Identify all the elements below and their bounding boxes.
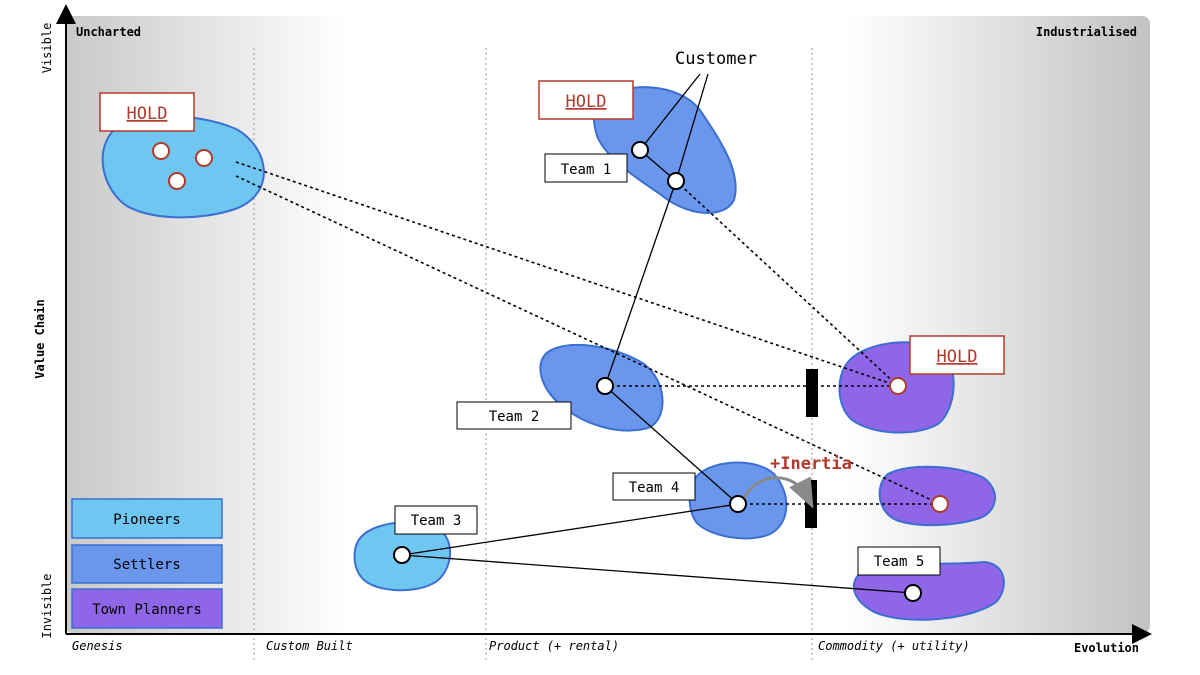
x-axis-title: Evolution xyxy=(1074,641,1139,655)
link-team3-team5 xyxy=(401,554,914,594)
team-3-box: Team 3 xyxy=(394,505,478,535)
team-2-box: Team 2 xyxy=(456,401,572,430)
map-background xyxy=(66,16,1150,634)
link-team2-team4 xyxy=(604,385,739,505)
link-customer-team1a xyxy=(639,73,701,151)
team-2-label: Team 2 xyxy=(489,409,540,425)
team-5-box: Team 5 xyxy=(857,546,941,576)
inertia-label: +Inertia xyxy=(770,454,852,474)
corner-label-industrialised: Industrialised xyxy=(1036,25,1137,39)
legend-settlers-label: Settlers xyxy=(113,557,180,573)
legend-pioneers-label: Pioneers xyxy=(113,512,180,528)
component-node xyxy=(729,495,747,513)
held-node xyxy=(168,172,186,190)
team-4-box: Team 4 xyxy=(612,472,696,501)
y-axis-title: Value Chain xyxy=(33,299,47,378)
stage-label-commodity: Commodity (+ utility) xyxy=(818,639,970,653)
legend-town-planners: Town Planners xyxy=(71,588,223,629)
held-node xyxy=(931,495,949,513)
team-3-label: Team 3 xyxy=(411,513,462,529)
stage-label-custom-built: Custom Built xyxy=(266,639,353,653)
legend-settlers: Settlers xyxy=(71,544,223,584)
component-node xyxy=(393,546,411,564)
team-5-label: Team 5 xyxy=(874,554,925,570)
component-node xyxy=(631,141,649,159)
held-node xyxy=(152,142,170,160)
link-team3-team4 xyxy=(401,503,739,556)
y-axis-visible-label: Visible xyxy=(40,23,54,74)
stage-label-genesis: Genesis xyxy=(72,639,123,653)
component-node xyxy=(904,584,922,602)
dotted-link xyxy=(675,180,899,387)
component-node xyxy=(667,172,685,190)
hold-label: HOLD xyxy=(566,92,607,112)
dotted-link xyxy=(235,161,899,387)
hold-box-top-left: HOLD xyxy=(99,92,195,132)
pioneer-blob-top-left xyxy=(101,115,265,219)
hold-box-top-middle: HOLD xyxy=(538,80,634,120)
y-axis-invisible-label: Invisible xyxy=(40,573,54,638)
customer-label: Customer xyxy=(675,49,757,69)
stage-label-product: Product (+ rental) xyxy=(489,639,619,653)
inertia-barrier xyxy=(805,480,817,528)
team-4-label: Team 4 xyxy=(629,480,680,496)
corner-label-uncharted: Uncharted xyxy=(76,25,141,39)
inertia-arrow xyxy=(742,476,814,509)
legend-town-planners-label: Town Planners xyxy=(92,602,202,618)
held-node xyxy=(889,377,907,395)
link-customer-team1b xyxy=(675,73,709,182)
hold-label: HOLD xyxy=(937,347,978,367)
hold-box-right: HOLD xyxy=(909,335,1005,375)
legend-pioneers: Pioneers xyxy=(71,498,223,539)
inertia-barrier xyxy=(806,369,818,417)
hold-label: HOLD xyxy=(127,104,168,124)
component-node xyxy=(596,377,614,395)
team-1-box: Team 1 xyxy=(544,153,628,183)
held-node xyxy=(195,149,213,167)
team-1-label: Team 1 xyxy=(561,162,612,178)
link-team1-team2 xyxy=(604,180,677,387)
